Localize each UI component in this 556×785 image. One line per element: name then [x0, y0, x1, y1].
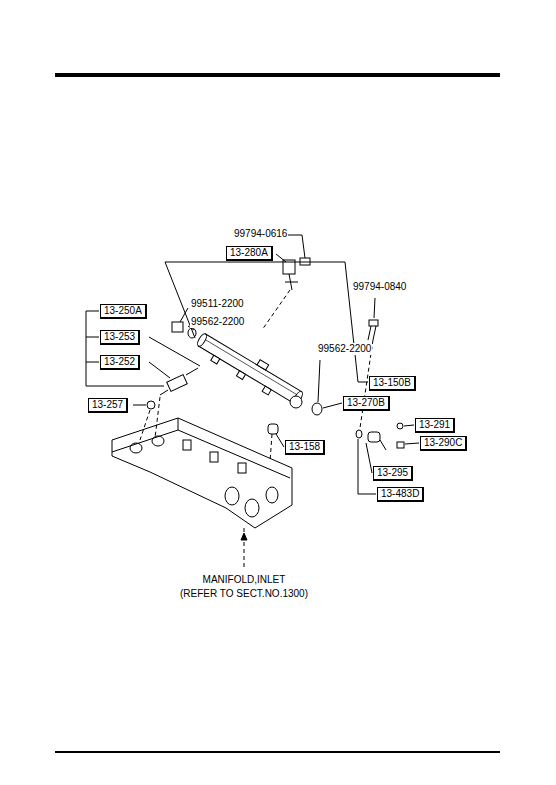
callout-number: 13-250A — [104, 305, 142, 317]
rail-end — [290, 396, 302, 408]
part-number: 99562-2200 — [190, 316, 245, 328]
part-number: 99562-2200 — [317, 343, 372, 355]
bottom-rule — [55, 751, 500, 753]
washer — [397, 423, 403, 429]
part-number-text: 99562-2200 — [191, 316, 244, 328]
callout-box: 13-290C — [420, 436, 467, 451]
injector — [160, 368, 198, 395]
plug — [172, 322, 183, 332]
callout-box: 13-257 — [88, 398, 128, 413]
callout-number: 13-257 — [92, 399, 123, 411]
o-ring — [356, 430, 362, 438]
callout-box: 13-295 — [373, 466, 413, 481]
callout-box: 13-252 — [100, 355, 140, 370]
top-rule — [55, 73, 500, 77]
part-number: MANIFOLD,INLET — [202, 574, 287, 586]
callout-number: 13-252 — [104, 356, 135, 368]
part-number: (REFER TO SECT.NO.1300) — [179, 588, 309, 600]
callout-number: 13-295 — [377, 467, 408, 479]
sensor — [368, 432, 386, 450]
callout-box: 13-483D — [377, 487, 424, 502]
part-number: 99794-0840 — [352, 281, 407, 293]
callout-box: 13-280A — [226, 246, 273, 261]
leader-lines — [86, 235, 419, 494]
callout-number: 13-253 — [104, 331, 135, 343]
dashed-lines — [140, 290, 373, 568]
washer — [312, 403, 322, 415]
callout-number: 13-291 — [419, 419, 450, 431]
callout-box: 13-250A — [100, 304, 147, 319]
callout-number: 13-290C — [424, 437, 462, 449]
pressure-regulator — [283, 258, 310, 290]
callout-number: 13-270B — [347, 397, 385, 409]
grommet — [268, 424, 278, 434]
callout-number: 13-150B — [373, 377, 411, 389]
arrow-head — [241, 533, 247, 540]
callout-number: 13-483D — [381, 488, 419, 500]
callout-box: 13-150B — [369, 376, 416, 391]
part-number-text: 99511-2200 — [191, 298, 244, 310]
part-number-text: 99562-2200 — [318, 343, 371, 355]
o-ring — [147, 401, 155, 409]
part-number: 99794-0616 — [233, 228, 288, 240]
part-number-text: 99794-0616 — [234, 228, 287, 240]
callout-box: 13-291 — [415, 418, 455, 433]
part-number-text: 99794-0840 — [353, 281, 406, 293]
callout-box: 13-158 — [285, 440, 325, 455]
bolt — [368, 320, 378, 340]
callout-box: 13-270B — [343, 396, 390, 411]
callout-box: 13-253 — [100, 330, 140, 345]
part-number: 99511-2200 — [190, 298, 245, 310]
part-number-text: (REFER TO SECT.NO.1300) — [180, 588, 308, 600]
inlet-manifold — [112, 418, 292, 528]
part-number-text: MANIFOLD,INLET — [203, 574, 286, 586]
fuel-rail — [193, 327, 308, 410]
callout-number: 13-280A — [230, 247, 268, 259]
callout-number: 13-158 — [289, 441, 320, 453]
bolt — [397, 442, 404, 448]
